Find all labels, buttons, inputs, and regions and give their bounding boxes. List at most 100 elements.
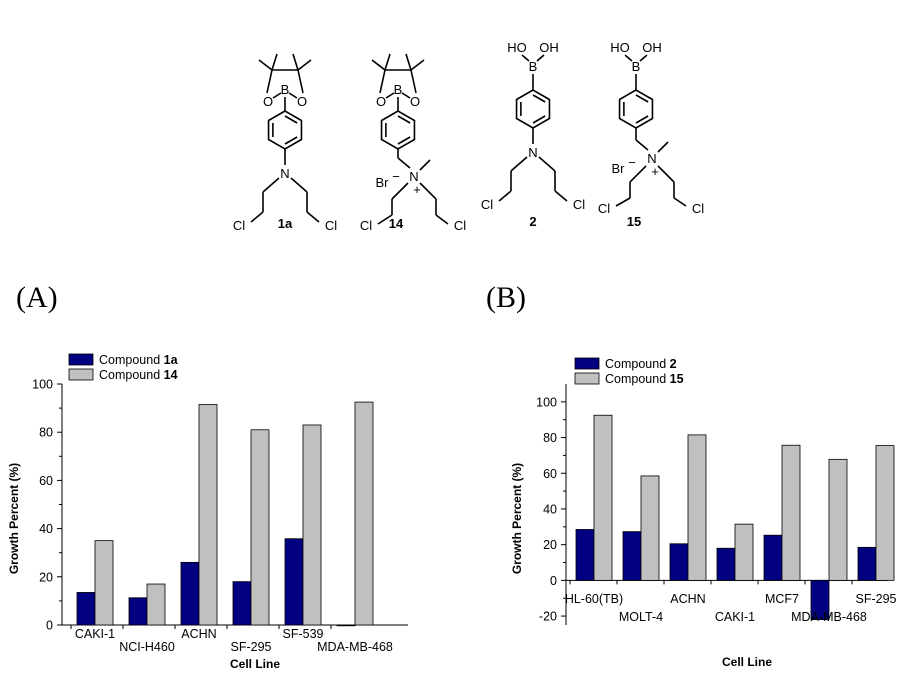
bar-secondary — [640, 475, 660, 581]
bromide-ion: Br — [376, 175, 390, 190]
y-tick-label: 60 — [543, 467, 557, 481]
bar-secondary — [875, 445, 895, 581]
aromatic-bond — [397, 115, 411, 124]
methyl — [384, 53, 391, 71]
oxygen-atom: O — [376, 94, 386, 109]
legend-entry: Compound 15 — [605, 372, 684, 386]
y-tick-label: 40 — [39, 522, 53, 536]
bond — [510, 156, 528, 172]
bond — [538, 156, 556, 172]
oxygen-atom: O — [297, 94, 307, 109]
legend-entry: Compound 14 — [99, 368, 178, 382]
y-tick-label: 40 — [543, 502, 557, 516]
chlorine-atom: Cl — [598, 201, 610, 216]
chlorine-atom: Cl — [360, 218, 372, 233]
y-tick-label: 80 — [543, 431, 557, 445]
nitrogen-atom: N — [528, 145, 537, 160]
bond — [419, 182, 437, 200]
bar-primary — [857, 546, 877, 581]
bond — [377, 214, 393, 225]
legend-swatch — [574, 372, 600, 385]
bar-secondary — [593, 414, 613, 581]
legend-entry-prefix: Compound — [605, 357, 670, 371]
bond — [288, 92, 298, 99]
legend-entry: Compound 2 — [605, 357, 677, 371]
x-category-label: MDA-MB-468 — [317, 640, 393, 654]
bond — [635, 139, 649, 151]
bar-secondary — [734, 523, 754, 581]
nitrogen-atom: N — [409, 169, 418, 184]
y-tick-label: 20 — [39, 570, 53, 584]
boron-atom: B — [529, 59, 538, 74]
compound-label-1a: 1a — [278, 216, 293, 231]
methyl — [405, 53, 412, 71]
x-category-label: MCF7 — [765, 592, 799, 606]
y-tick-label: 100 — [32, 378, 53, 392]
legend-entry: Compound 1a — [99, 353, 179, 367]
chart-b: -20020406080100HL-60(TB)MOLT-4ACHNCAKI-1… — [510, 357, 897, 669]
chlorine-atom: Cl — [692, 201, 704, 216]
compound-label-14: 14 — [389, 216, 404, 231]
bar-primary — [128, 597, 148, 626]
bond — [435, 214, 449, 225]
panel-label-b: (B) — [486, 281, 526, 314]
bond — [554, 190, 568, 202]
compound-label-15: 15 — [627, 214, 641, 229]
bond — [624, 54, 633, 62]
methyl — [657, 141, 669, 153]
bond — [397, 157, 411, 169]
nitrogen-atom: N — [280, 166, 289, 181]
hydroxyl-group: OH — [642, 40, 662, 55]
chart-a: 020406080100CAKI-1NCI-H460ACHNSF-295SF-5… — [7, 353, 408, 671]
aromatic-bond — [284, 136, 298, 145]
x-category-label: MOLT-4 — [619, 610, 663, 624]
methyl — [297, 59, 312, 71]
legend-entry-id: 1a — [164, 353, 179, 367]
x-category-label: HL-60(TB) — [565, 592, 623, 606]
bond — [297, 69, 304, 94]
bar-primary — [716, 547, 736, 581]
boron-atom: B — [394, 82, 403, 97]
methyl — [410, 59, 425, 71]
x-axis-title: Cell Line — [230, 657, 280, 671]
bond — [306, 211, 320, 223]
chlorine-atom: Cl — [454, 218, 466, 233]
x-category-label: ACHN — [181, 627, 216, 641]
bar-primary — [76, 592, 96, 626]
aromatic-bond — [532, 115, 546, 124]
y-tick-label: 100 — [536, 395, 557, 409]
methyl — [258, 59, 273, 71]
chlorine-atom: Cl — [233, 218, 245, 233]
bar-secondary — [146, 583, 166, 626]
bond — [410, 69, 417, 94]
legend-swatch — [68, 368, 94, 381]
positive-charge: + — [413, 182, 421, 197]
bar-primary — [284, 538, 304, 626]
x-category-label: SF-295 — [856, 592, 897, 606]
bond — [639, 54, 648, 62]
bond — [536, 54, 545, 62]
legend-entry-id: 2 — [670, 357, 677, 371]
methyl — [419, 159, 431, 171]
bond — [391, 182, 409, 200]
nitrogen-atom: N — [647, 151, 656, 166]
y-axis-title: Growth Percent (%) — [510, 463, 524, 574]
bond — [266, 69, 273, 94]
bar-primary — [669, 543, 689, 581]
bond — [272, 92, 282, 99]
x-category-label: ACHN — [670, 592, 705, 606]
bond — [673, 197, 687, 207]
x-category-label: NCI-H460 — [119, 640, 175, 654]
bar-primary — [622, 531, 642, 581]
bar-primary — [575, 529, 595, 581]
bond — [629, 165, 647, 183]
bar-primary — [232, 581, 252, 626]
x-category-label: SF-295 — [231, 640, 272, 654]
x-category-label: MDA-MB-468 — [791, 610, 867, 624]
